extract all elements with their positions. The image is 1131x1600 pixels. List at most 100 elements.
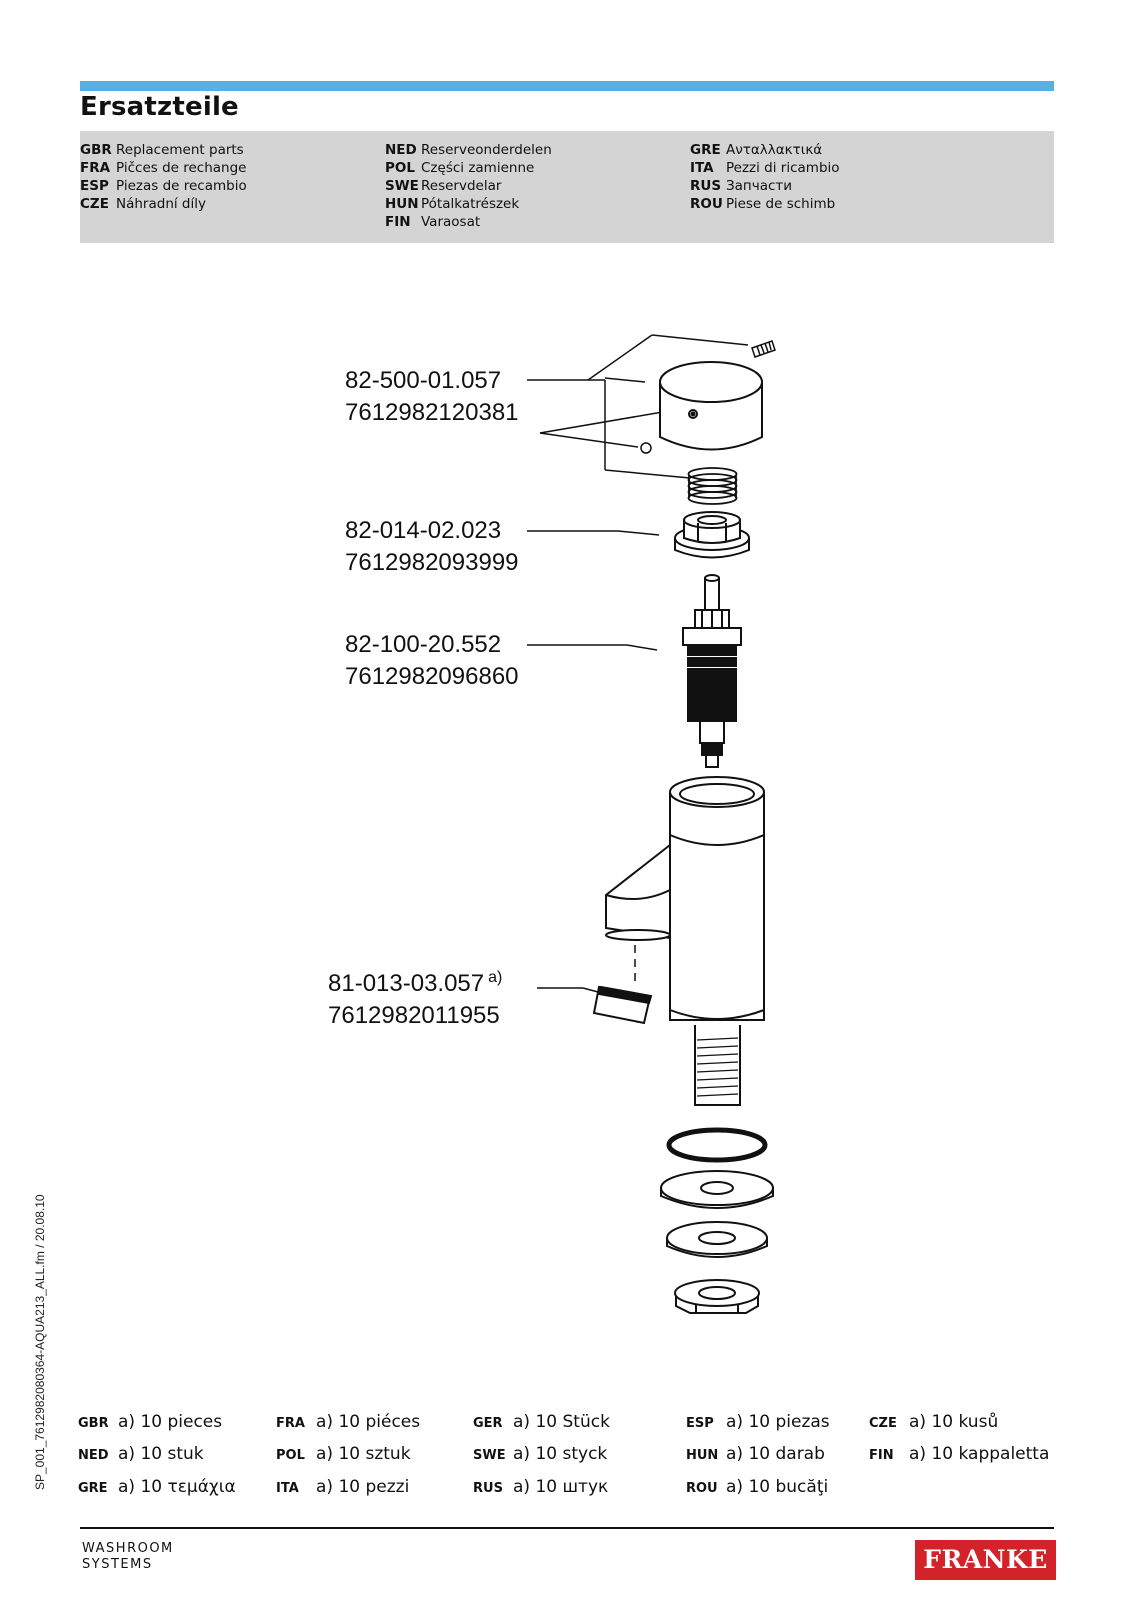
language-code: POL [276, 1448, 305, 1463]
franke-logo: FRANKE [915, 1540, 1056, 1580]
quantity-note: ITA a) 10 pezzi [276, 1477, 409, 1497]
faucet-body-part [605, 776, 765, 1106]
spring-part [687, 467, 738, 505]
cap-part [659, 361, 763, 451]
quantity-note: GBR a) 10 pieces [78, 1412, 222, 1432]
language-code: FIN [869, 1448, 894, 1463]
quantity-text: a) 10 kappaletta [909, 1444, 1050, 1464]
language-column-3: GRE Ανταλλακτικά ITA Pezzi di ricambio RUS… [690, 141, 840, 213]
language-label: Reservdelar [421, 178, 502, 194]
part-number: 82-014-02.023 [345, 517, 502, 544]
part-ean: 7612982011955 [328, 1002, 500, 1029]
language-label: Piezas de recambio [116, 178, 247, 194]
language-code: NED [78, 1448, 109, 1463]
language-label: Replacement parts [116, 142, 244, 158]
language-label: Ανταλλακτικά [726, 142, 823, 158]
language-label: Części zamienne [421, 160, 535, 176]
quantity-note: ROU a) 10 bucăţi [686, 1477, 828, 1497]
part-number: 82-100-20.552 [345, 631, 502, 658]
language-row: CZE Náhradní díly [80, 195, 247, 213]
quantity-note: HUN a) 10 darab [686, 1444, 825, 1464]
language-code: RUS [690, 178, 722, 194]
quantity-text: a) 10 styck [513, 1444, 608, 1464]
language-code: CZE [869, 1416, 897, 1431]
quantity-note: ESP a) 10 piezas [686, 1412, 830, 1432]
footer-divider [80, 1527, 1054, 1529]
part-note: a) [488, 969, 503, 986]
screw-part [751, 340, 776, 358]
part-number: 82-500-01.057 [345, 367, 502, 394]
language-code: ITA [276, 1481, 299, 1496]
o-ring-part [666, 1127, 768, 1163]
footer-division-name: WASHROOM SYSTEMS [82, 1541, 174, 1573]
language-code: GRE [690, 142, 721, 158]
language-label: Pótalkatrészek [421, 196, 520, 212]
washer-part [666, 1221, 768, 1258]
language-code: GBR [80, 142, 112, 158]
language-row: POL Części zamienne [385, 159, 552, 177]
part-label-cap: 82-500-01.057 7612982120381 [345, 365, 519, 429]
language-code: POL [385, 160, 415, 176]
aerator-part [592, 985, 653, 1025]
language-code: RUS [473, 1481, 503, 1496]
quantity-note: RUS a) 10 штук [473, 1477, 608, 1497]
quantity-note: SWE a) 10 styck [473, 1444, 607, 1464]
language-row: FRA Pičces de rechange [80, 159, 247, 177]
page-title: Ersatzteile [80, 92, 239, 122]
logo-text: FRANKE [923, 1545, 1048, 1574]
nut-part [674, 511, 750, 559]
language-code: GRE [78, 1481, 108, 1496]
language-row: FIN Varaosat [385, 213, 552, 231]
language-row: ESP Piezas de recambio [80, 177, 247, 195]
language-code: GBR [78, 1416, 109, 1431]
cartridge-part [682, 574, 742, 768]
part-number: 81-013-03.057 [328, 970, 485, 997]
language-code: ESP [80, 178, 109, 194]
quantity-text: a) 10 bucăţi [726, 1477, 829, 1497]
quantity-text: a) 10 Stück [513, 1412, 610, 1432]
language-label: Varaosat [421, 214, 481, 230]
document-file-note: SP_001_7612982080364-AQUA213_ALL.fm / 20… [33, 1194, 47, 1490]
language-row: GRE Ανταλλακτικά [690, 141, 840, 159]
language-code: ESP [686, 1416, 714, 1431]
quantity-text: a) 10 piéces [316, 1412, 421, 1432]
language-code: NED [385, 142, 417, 158]
language-label: Náhradní díly [116, 196, 206, 212]
language-code: CZE [80, 196, 109, 212]
quantity-text: a) 10 piezas [726, 1412, 830, 1432]
language-code: FIN [385, 214, 411, 230]
part-ean: 7612982093999 [345, 549, 519, 576]
language-code: SWE [473, 1448, 506, 1463]
quantity-text: a) 10 pieces [118, 1412, 223, 1432]
footer-line: SYSTEMS [82, 1557, 153, 1572]
language-code: ITA [690, 160, 714, 176]
quantity-text: a) 10 darab [726, 1444, 825, 1464]
part-label-cartridge: 82-100-20.552 7612982096860 [345, 629, 519, 693]
language-label: Pičces de rechange [116, 160, 247, 176]
language-label: Piese de schimb [726, 196, 836, 212]
language-code: FRA [80, 160, 111, 176]
part-label-nut: 82-014-02.023 7612982093999 [345, 515, 519, 579]
quantity-text: a) 10 штук [513, 1477, 609, 1497]
language-code: ROU [686, 1481, 718, 1496]
part-ean: 7612982096860 [345, 663, 519, 690]
footer-line: WASHROOM [82, 1541, 174, 1556]
language-label: Pezzi di ricambio [726, 160, 840, 176]
washer-part [660, 1170, 774, 1209]
language-code: HUN [686, 1448, 719, 1463]
quantity-text: a) 10 pezzi [316, 1477, 410, 1497]
quantity-note: FIN a) 10 kappaletta [869, 1444, 1049, 1464]
